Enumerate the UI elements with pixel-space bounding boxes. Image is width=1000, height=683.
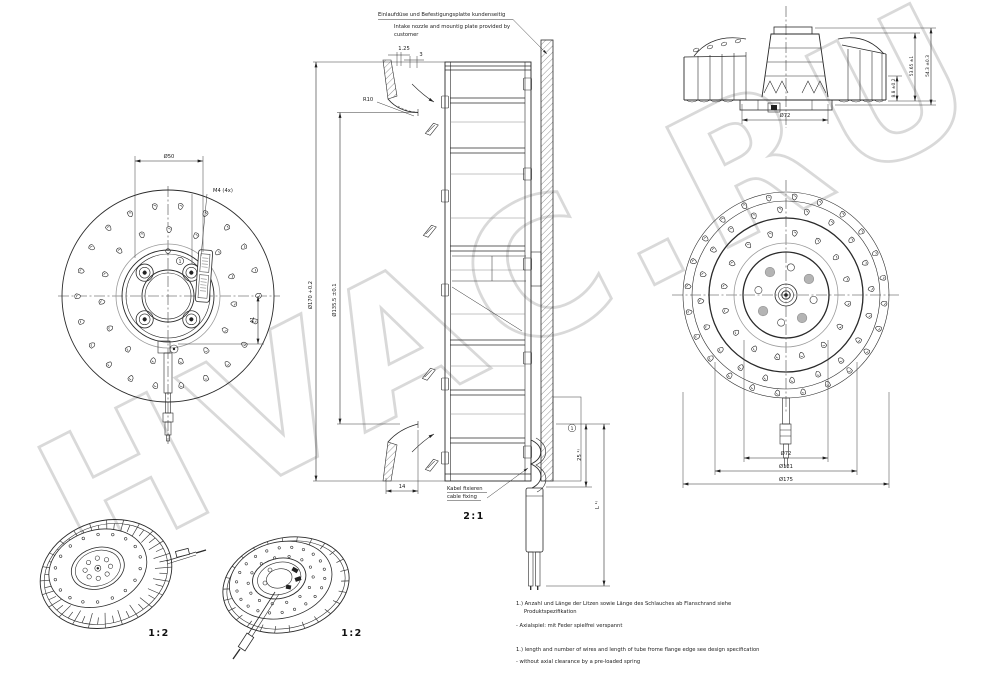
dim-depth-label: 14 (399, 484, 406, 490)
cable-note-de: Kabel fixieren (447, 486, 483, 492)
front-view: 1 Ø50 M4 (4x) 41 (58, 153, 280, 444)
hub-nameplate (194, 249, 214, 303)
note-en-2: - without axial clearance by a pre-loade… (516, 659, 640, 665)
hub-holes-screws (757, 266, 815, 324)
blade-section-lines (445, 65, 531, 475)
dim-wire-label: L ¹⁾ (595, 501, 601, 509)
note-de-1: 1.) Anzahl und Länge der Litzen sowie Lä… (516, 601, 731, 607)
dim-offset-label: 41 (250, 317, 256, 324)
note-balloon-front: 1 (179, 259, 182, 265)
iso-front-hub-holes (82, 555, 114, 581)
note-de-3: - Axialspiel: mit Feder spielfrei verspa… (516, 623, 622, 629)
dim-rear-outer-label: Ø175 (779, 476, 793, 483)
right-blade-ribs (847, 49, 883, 100)
dim-h2-label: 53.65 ±1 (909, 56, 915, 77)
note-de-2: Produktspezifikation (524, 609, 577, 615)
intake-note-de: Einlaufdüse und Befestigungsplatte kunde… (378, 12, 505, 18)
watermark-text: HVAC.RU (7, 0, 1000, 614)
iso-front-scale-label: 1:2 (148, 628, 170, 639)
note-en-1: 1.) length and number of wires and lengt… (516, 647, 759, 653)
iso-view-front: 1:2 (39, 519, 207, 639)
cable-clamp-and-shaft (157, 340, 179, 442)
iso-front-blades (40, 519, 172, 629)
dim-inlet-diameter-label: Ø135.5 ±0.1 (331, 283, 338, 316)
iso-front-rim-dots (53, 532, 142, 604)
dim-plate-label: 3 (419, 52, 422, 58)
iso-back-vents-outer (235, 545, 327, 615)
top-view: Ø72 8.8 ±0.2 53.65 ±1 54.3 ±0.3 (683, 6, 936, 128)
note-balloon-section: 1 (571, 426, 574, 432)
dim-screws-label: M4 (4x) (213, 188, 233, 194)
shroud-tabs (441, 77, 532, 465)
section-view: Ø170 +0.2 Ø135.5 ±0.1 1.25 3 R10 14 Kabe… (307, 12, 610, 590)
iso-back-scale-label: 1:2 (341, 628, 363, 639)
iso-view-back: 1:2 (222, 536, 363, 660)
hub-holes-plain (754, 263, 818, 327)
dim-gap-label: 1.25 (398, 46, 410, 52)
left-blade-ribs (697, 52, 747, 100)
intake-note-en2: customer (394, 32, 419, 38)
dim-hub-width-label: Ø72 (780, 112, 791, 119)
blade-light-lines (450, 121, 525, 415)
cable-note-en: cable fixing (447, 494, 477, 500)
dim-bolt-circle-label: Ø50 (164, 153, 175, 160)
rear-view: Ø72 Ø121 Ø175 (672, 180, 900, 488)
dim-h1-label: 8.8 ±0.2 (891, 78, 897, 97)
dim-rear-mid-label: Ø121 (779, 463, 793, 470)
dim-outer-diameter-label: Ø170 +0.2 (307, 281, 314, 309)
dim-h3-label: 54.3 ±0.3 (925, 55, 931, 77)
section-scale-label: 2:1 (463, 511, 485, 522)
dim-rear-hub-label: Ø72 (781, 450, 792, 457)
notes-block: 1.) Anzahl und Länge der Litzen sowie Lä… (516, 601, 759, 665)
dim-radius-label: R10 (363, 97, 373, 103)
intake-note-en1: Intake nozzle and mountig plate provided… (394, 24, 510, 30)
dim-tube-label: 25 ¹⁾ (577, 449, 583, 461)
